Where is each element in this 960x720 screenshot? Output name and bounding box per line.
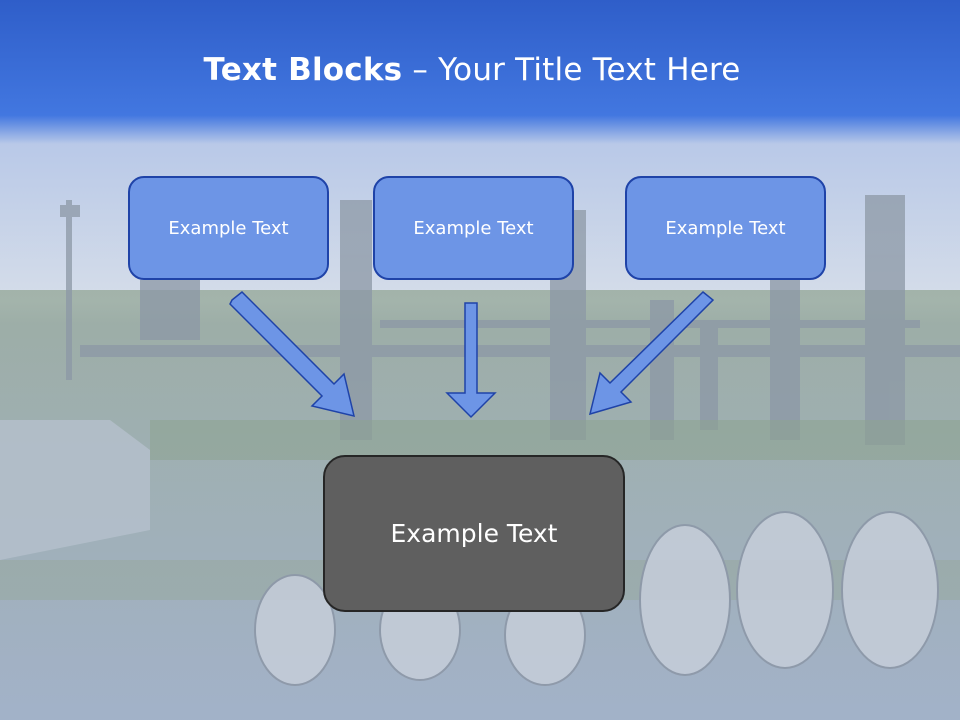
text-block-center-label: Example Text <box>413 217 534 239</box>
text-block-center[interactable]: Example Text <box>373 176 574 280</box>
text-block-right[interactable]: Example Text <box>625 176 826 280</box>
title-bold-part: Text Blocks <box>203 52 403 88</box>
text-block-bottom-label: Example Text <box>390 519 558 548</box>
text-block-right-label: Example Text <box>665 217 786 239</box>
header-band: Text Blocks – Your Title Text Here <box>0 0 960 150</box>
slide-title: Text Blocks – Your Title Text Here <box>0 52 944 88</box>
text-block-left-label: Example Text <box>168 217 289 239</box>
text-block-left[interactable]: Example Text <box>128 176 329 280</box>
title-rest: Your Title Text Here <box>438 52 741 88</box>
text-block-bottom[interactable]: Example Text <box>323 455 625 612</box>
title-dash: – <box>402 52 439 88</box>
